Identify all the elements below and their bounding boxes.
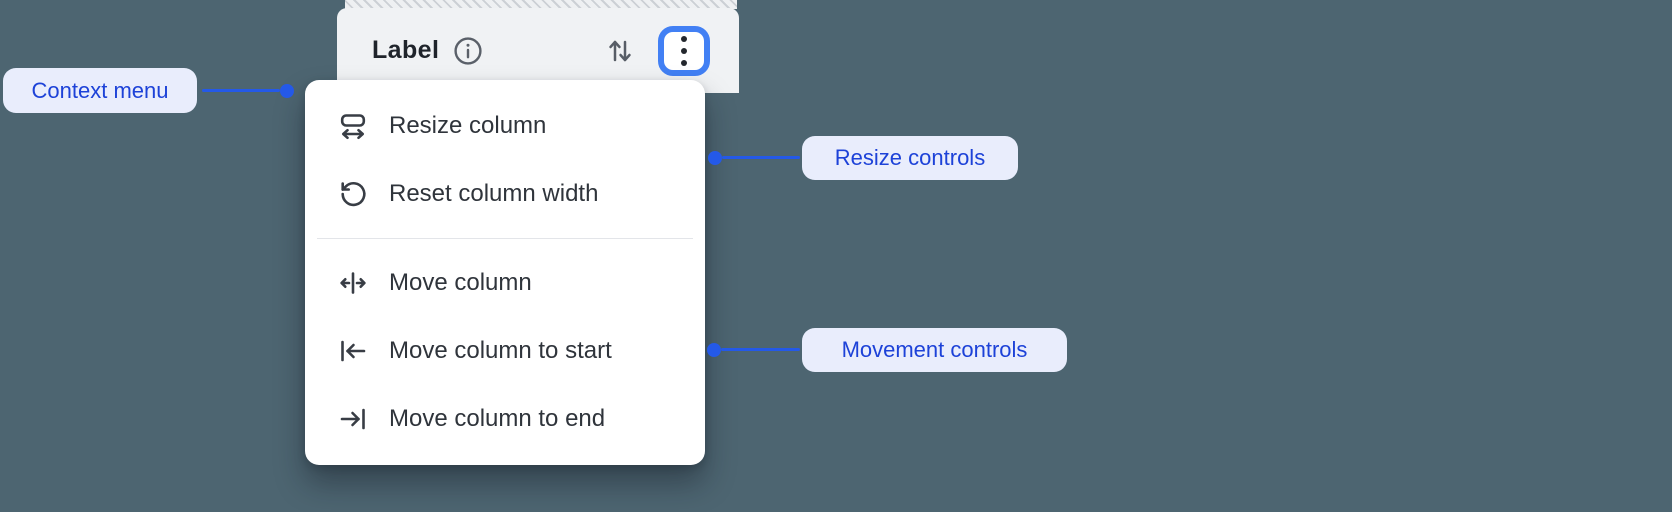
move-column-icon <box>338 268 368 298</box>
menu-item-label: Move column to start <box>389 337 612 364</box>
info-icon[interactable] <box>453 36 483 66</box>
menu-item-label: Move column <box>389 269 532 296</box>
kebab-menu-icon[interactable] <box>658 25 710 76</box>
move-column-to-start-icon <box>338 336 368 366</box>
reset-column-width-icon <box>338 179 368 209</box>
menu-divider <box>317 238 693 239</box>
kebab-dot <box>681 35 687 42</box>
annotation-line-movement-controls <box>721 348 800 351</box>
header-cutoff-hatch <box>345 0 737 9</box>
annotation-movement-controls: Movement controls <box>802 328 1067 372</box>
column-header-title: Label <box>372 36 440 64</box>
annotation-label: Movement controls <box>841 337 1028 362</box>
resize-column-icon <box>338 111 368 141</box>
move-column-to-end-icon <box>338 404 368 434</box>
annotation-line-resize-controls <box>722 156 800 159</box>
menu-item-resize-column[interactable]: Resize column <box>305 92 705 160</box>
annotation-dot-movement-controls <box>707 343 721 357</box>
sort-ascending-descending-icon[interactable] <box>606 37 634 65</box>
kebab-dot <box>681 59 687 66</box>
annotation-label: Context menu <box>31 77 169 103</box>
menu-item-label: Resize column <box>389 112 547 139</box>
menu-item-label: Move column to end <box>389 405 606 432</box>
annotation-resize-controls: Resize controls <box>802 136 1018 180</box>
annotation-label: Resize controls <box>834 145 986 170</box>
column-header: Label <box>337 8 739 93</box>
menu-item-label: Reset column width <box>389 180 599 207</box>
menu-item-move-column-to-end[interactable]: Move column to end <box>305 385 705 453</box>
context-menu: Resize column Reset column width Move co… <box>305 80 705 465</box>
annotation-dot-context-menu <box>280 84 294 98</box>
kebab-dot <box>681 47 687 54</box>
annotation-context-menu: Context menu <box>3 68 197 113</box>
annotation-dot-resize-controls <box>708 151 722 165</box>
menu-item-move-column-to-start[interactable]: Move column to start <box>305 317 705 385</box>
annotation-line-context-menu <box>202 89 280 92</box>
menu-item-reset-column-width[interactable]: Reset column width <box>305 160 705 228</box>
menu-item-move-column[interactable]: Move column <box>305 249 705 317</box>
